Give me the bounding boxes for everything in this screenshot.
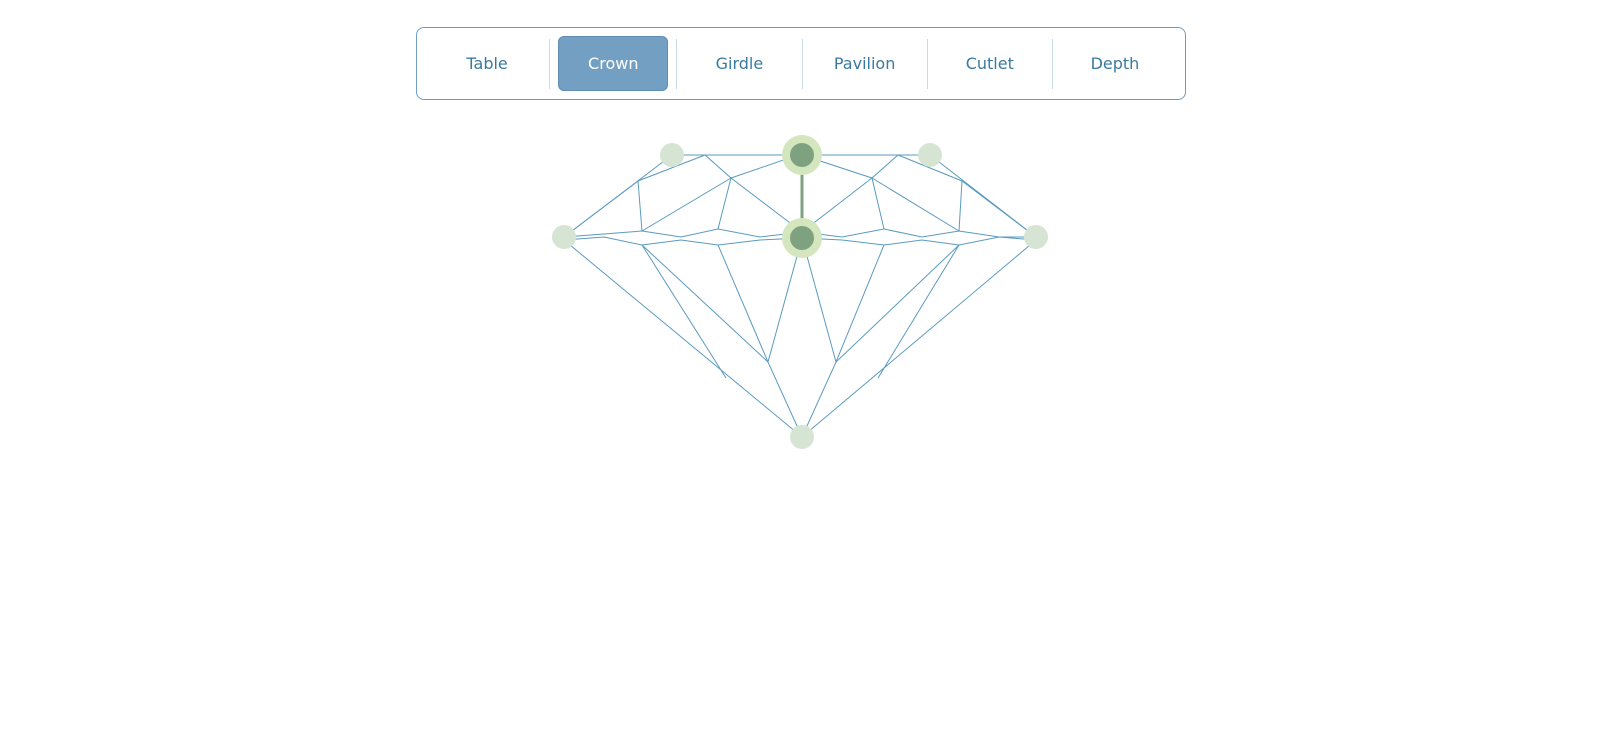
pavilion-facet xyxy=(801,237,885,364)
crown-facet xyxy=(637,180,643,232)
tab-divider xyxy=(676,38,678,89)
girdle-right-handle[interactable] xyxy=(1024,225,1048,249)
pavilion-facet xyxy=(717,237,803,364)
crown-facet xyxy=(801,154,1037,238)
crown-bottom-handle[interactable] xyxy=(790,226,814,250)
tab-cutlet[interactable]: Cutlet xyxy=(965,54,1014,73)
diamond-facet-lines xyxy=(563,154,1037,438)
pavilion-edge xyxy=(801,239,1037,438)
tab-divider xyxy=(926,38,928,89)
tab-table[interactable]: Table xyxy=(466,54,508,73)
culet-handle[interactable] xyxy=(790,425,814,449)
pavilion-edge xyxy=(563,239,803,438)
measurement-tab-bar: Table Crown Girdle Pavilion Cutlet Depth xyxy=(416,27,1186,100)
crown-facet xyxy=(958,180,963,232)
crown-facet xyxy=(871,176,960,232)
girdle-left-handle[interactable] xyxy=(552,225,576,249)
tab-depth[interactable]: Depth xyxy=(1090,54,1140,73)
pavilion-facet xyxy=(641,244,803,438)
table-right-handle[interactable] xyxy=(918,143,942,167)
tab-pavilion[interactable]: Pavilion xyxy=(833,54,896,73)
tab-girdle[interactable]: Girdle xyxy=(715,54,764,73)
tab-divider xyxy=(801,38,803,89)
pavilion-facet xyxy=(801,244,960,438)
pavilion-facet xyxy=(877,244,960,379)
pavilion-facet xyxy=(641,244,727,379)
tab-crown[interactable]: Crown xyxy=(558,36,669,91)
crown-facet xyxy=(563,154,799,238)
tab-divider xyxy=(1051,38,1053,89)
tab-divider xyxy=(549,38,551,89)
crown-facet xyxy=(641,176,732,232)
table-left-handle[interactable] xyxy=(660,143,684,167)
crown-top-handle[interactable] xyxy=(790,143,814,167)
